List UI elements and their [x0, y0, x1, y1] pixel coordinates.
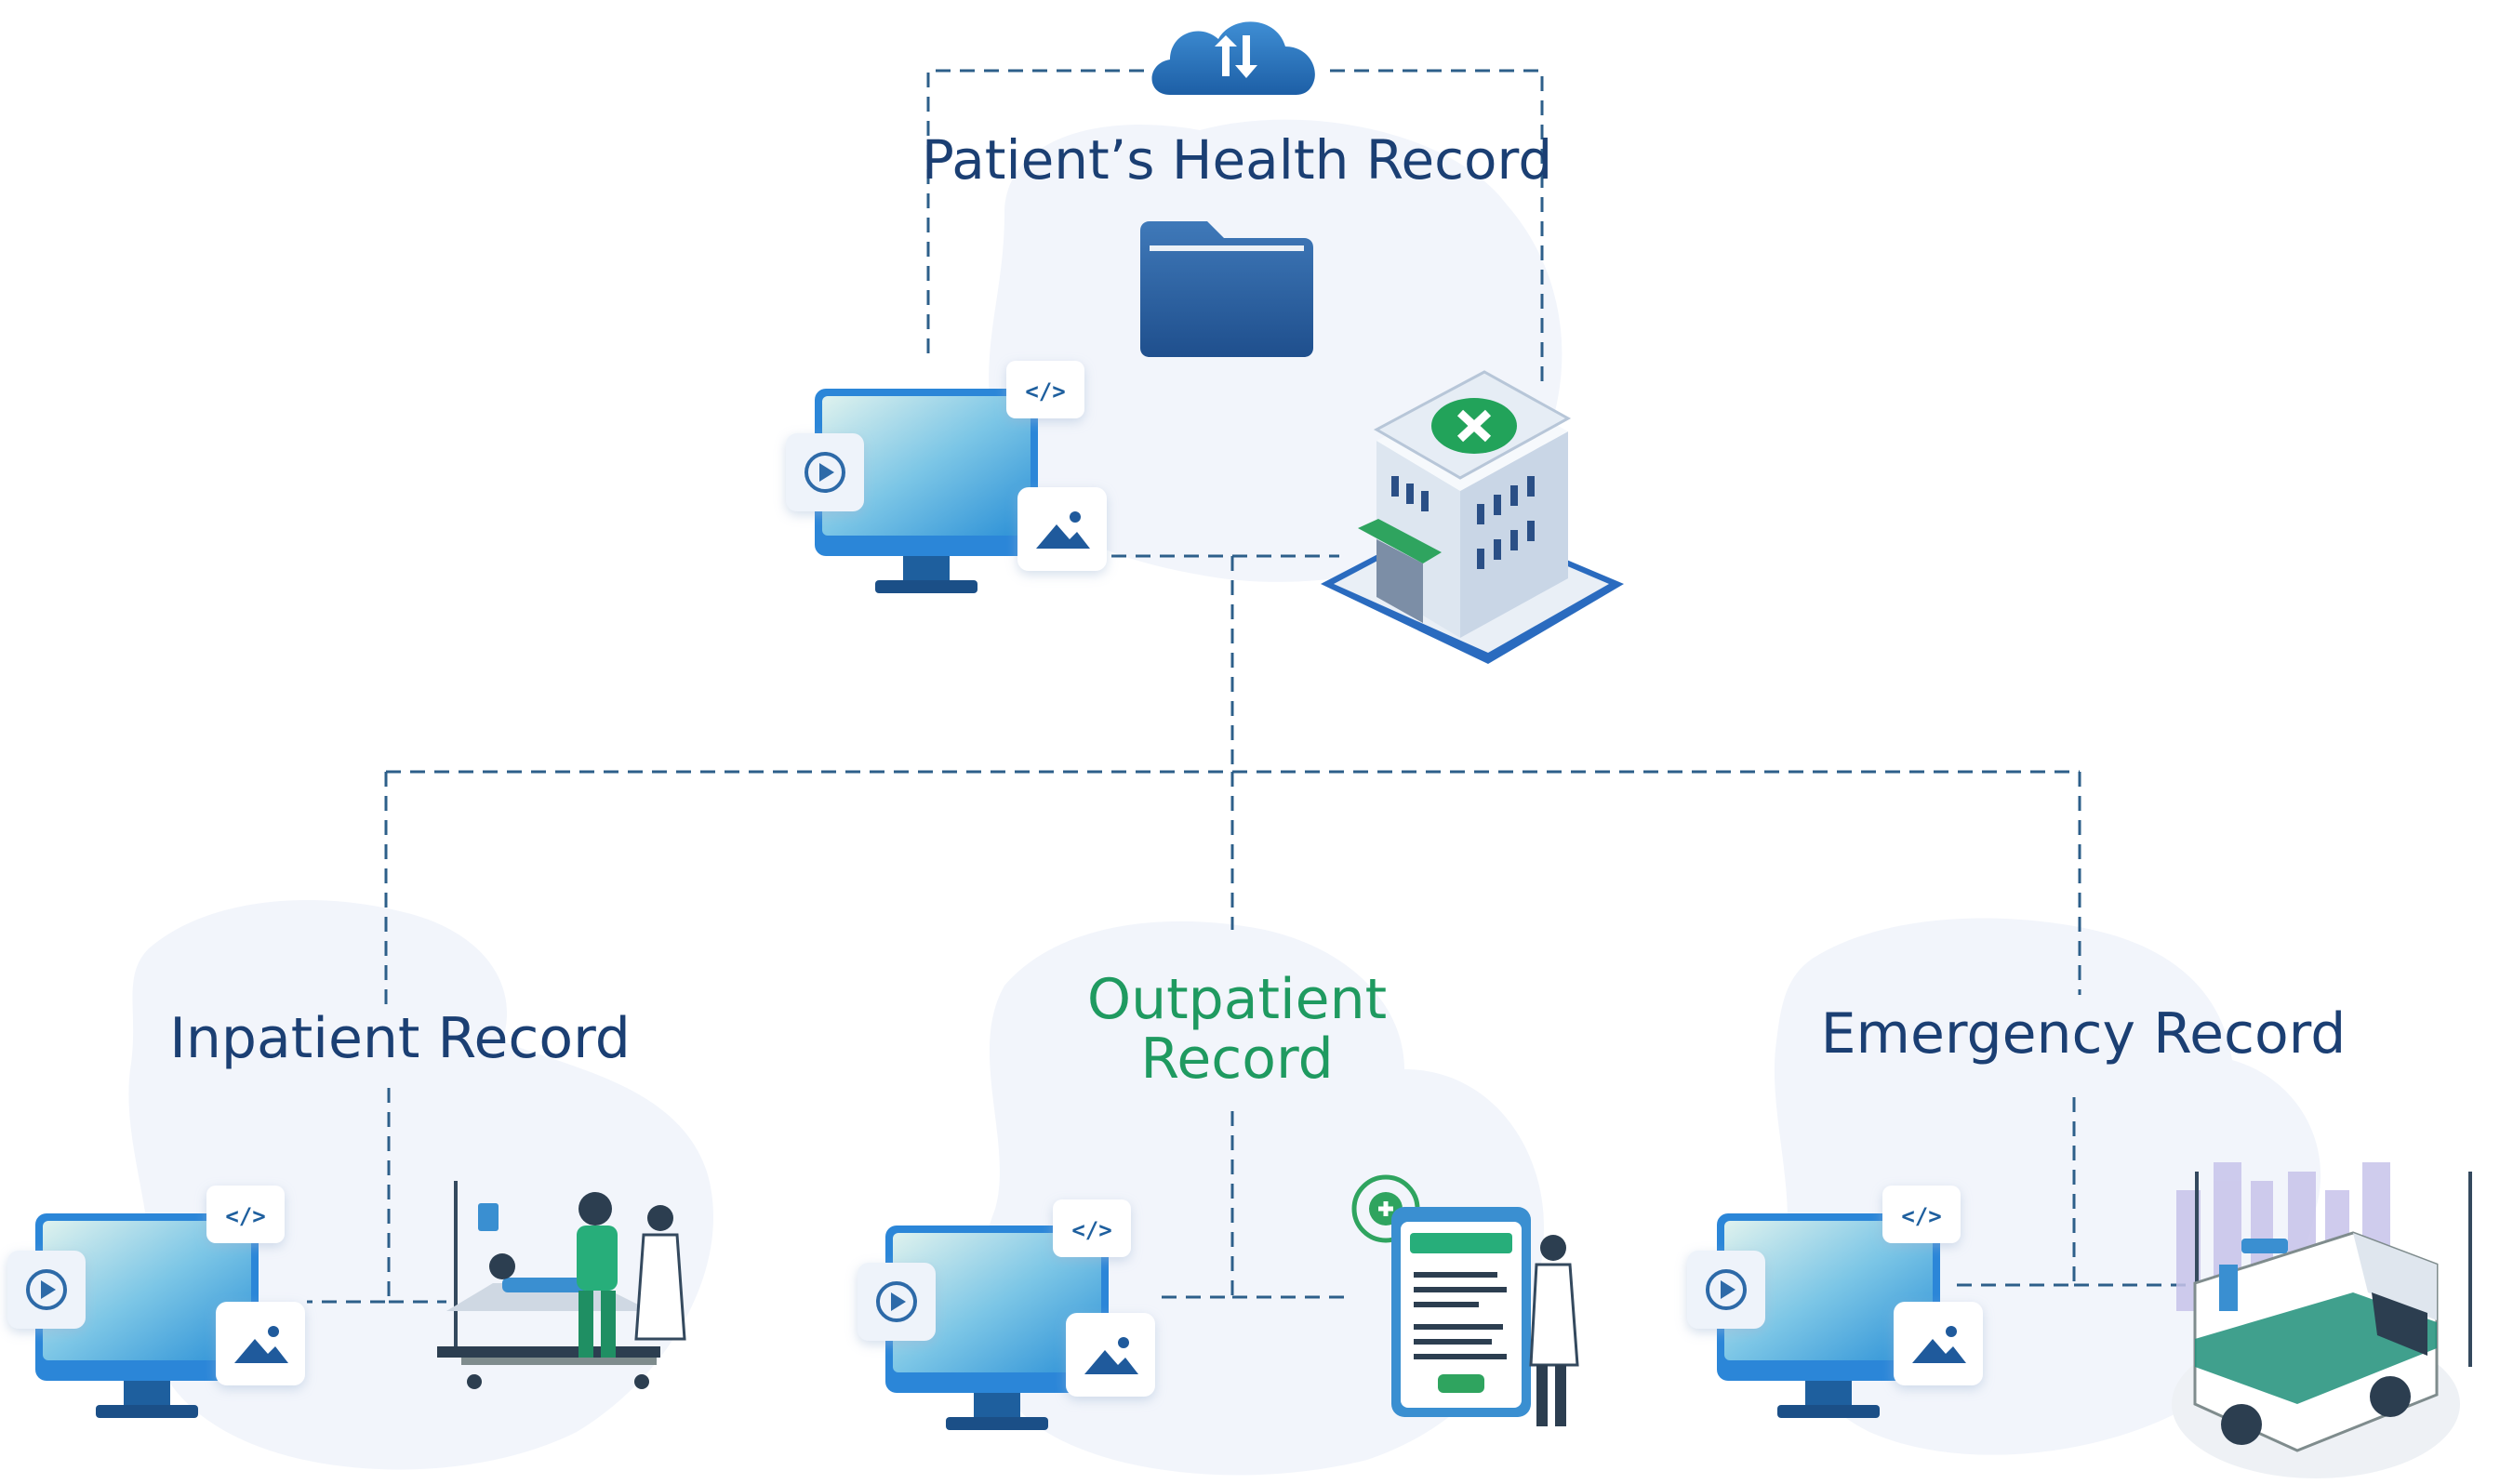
outpatient-image-icon	[1066, 1313, 1155, 1397]
ambulance-illustration	[2172, 1162, 2472, 1478]
hospital-icon	[1321, 370, 1624, 664]
inpatient-code-icon	[206, 1186, 285, 1243]
emergency-image-icon	[1894, 1302, 1983, 1385]
inpatient-record-title: Inpatient Record	[169, 1006, 631, 1071]
outpatient-record-title: Outpatient Record	[1086, 967, 1388, 1092]
emergency-code-icon	[1882, 1186, 1961, 1243]
connector-root-right	[1330, 69, 1544, 381]
medical-form-doctor-illustration	[1351, 1174, 1579, 1426]
hospital-bed-care-illustration	[437, 1181, 686, 1389]
emergency-record-title: Emergency Record	[1820, 1001, 2347, 1067]
emergency-play-icon	[1687, 1251, 1765, 1329]
connector-center-low	[1153, 1111, 1234, 1299]
folder-icon	[1140, 221, 1313, 357]
cloud-sync-icon	[1151, 21, 1315, 95]
connectors	[307, 69, 2195, 1304]
blob-inpatient	[128, 900, 714, 1470]
image-icon	[1017, 487, 1107, 571]
outpatient-code-icon	[1053, 1199, 1131, 1257]
outpatient-play-icon	[858, 1263, 936, 1341]
inpatient-image-icon	[216, 1302, 305, 1385]
patient-health-record-title: Patient’s Health Record	[921, 128, 1553, 192]
code-icon	[1006, 361, 1084, 418]
play-icon	[786, 433, 864, 511]
connector-left-low	[307, 1088, 391, 1304]
inpatient-play-icon	[7, 1251, 86, 1329]
connector-right-low	[1953, 1097, 2076, 1287]
